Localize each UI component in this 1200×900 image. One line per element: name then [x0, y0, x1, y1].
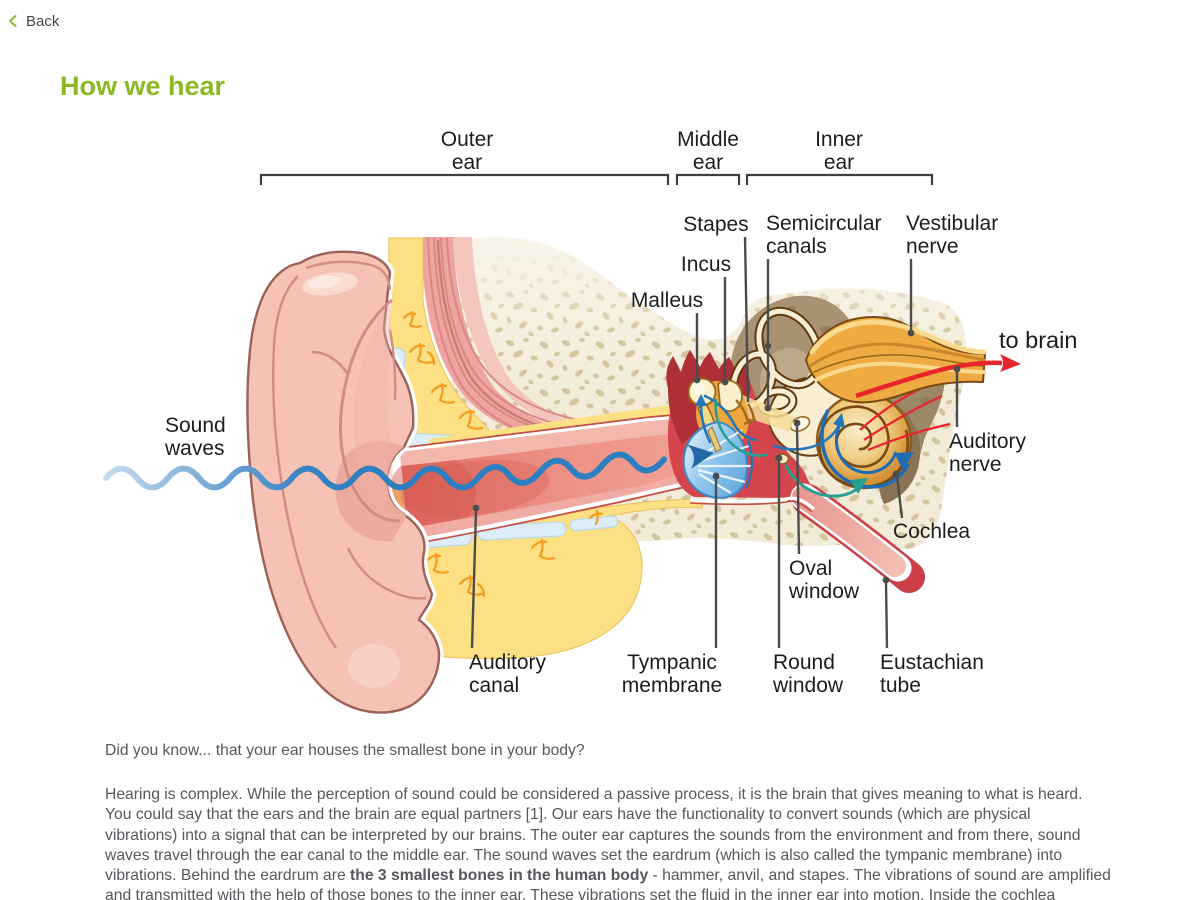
svg-text:tube: tube — [880, 674, 921, 697]
svg-text:Vestibular: Vestibular — [906, 212, 998, 235]
svg-text:Outer: Outer — [441, 128, 494, 151]
svg-text:Auditory: Auditory — [949, 430, 1027, 453]
svg-text:Semicircular: Semicircular — [766, 212, 882, 235]
svg-text:Oval: Oval — [789, 557, 832, 580]
svg-text:Sound: Sound — [165, 414, 226, 437]
svg-text:window: window — [788, 580, 860, 603]
svg-text:Auditory: Auditory — [469, 651, 547, 674]
svg-text:Stapes: Stapes — [683, 213, 748, 236]
svg-text:membrane: membrane — [622, 674, 722, 697]
svg-text:Malleus: Malleus — [631, 289, 703, 312]
svg-text:Middle: Middle — [677, 128, 739, 151]
svg-text:Eustachian: Eustachian — [880, 651, 984, 674]
svg-text:canals: canals — [766, 235, 827, 258]
svg-text:window: window — [772, 674, 844, 697]
svg-text:canal: canal — [469, 674, 519, 697]
svg-text:Inner: Inner — [815, 128, 863, 151]
svg-text:to brain: to brain — [999, 327, 1077, 353]
svg-text:nerve: nerve — [949, 453, 1002, 476]
svg-text:ear: ear — [824, 151, 854, 174]
svg-text:Round: Round — [773, 651, 835, 674]
svg-text:Cochlea: Cochlea — [893, 520, 970, 543]
svg-text:Incus: Incus — [681, 253, 731, 276]
svg-text:ear: ear — [452, 151, 482, 174]
svg-text:nerve: nerve — [906, 235, 959, 258]
svg-text:ear: ear — [693, 151, 723, 174]
svg-text:waves: waves — [164, 437, 225, 460]
svg-text:Tympanic: Tympanic — [627, 651, 717, 674]
